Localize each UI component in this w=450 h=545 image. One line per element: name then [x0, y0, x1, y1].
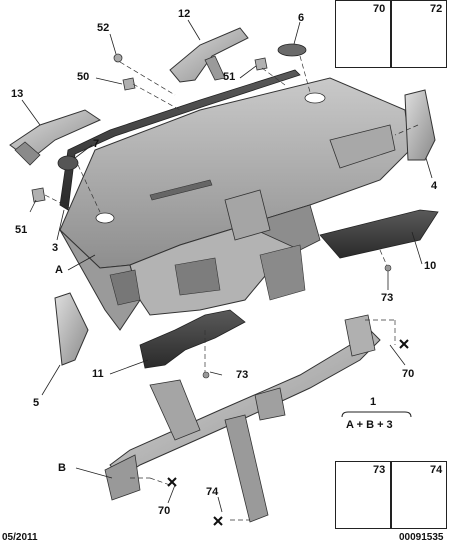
footer-reference: 00091535: [399, 532, 444, 543]
leader-lines: [21, 19, 433, 513]
inset-bottom-right: [391, 461, 447, 529]
callout-13: 13: [11, 88, 24, 100]
callout-11: 11: [92, 368, 104, 380]
fastener-marks: [167, 339, 409, 526]
lower-panel-11: [139, 309, 246, 369]
assembly-number: 1: [370, 396, 377, 408]
callout-73-mid: 73: [236, 369, 249, 381]
clip-50: [122, 77, 136, 91]
callout-4: 4: [431, 180, 438, 192]
clip-52: [113, 53, 123, 63]
grille-6: [277, 43, 307, 57]
callout-70-right: 70: [402, 368, 415, 380]
callout-51-top: 51: [223, 71, 236, 83]
inset-label-70: 70: [373, 3, 386, 15]
callout-10: 10: [424, 260, 437, 272]
cover-panel-10: [319, 209, 439, 259]
callout-6: 6: [298, 12, 305, 24]
callout-5: 5: [33, 397, 40, 409]
clip-51-top: [254, 57, 268, 71]
callout-12: 12: [178, 8, 191, 20]
screw-73-mid: [202, 371, 210, 379]
callout-52: 52: [97, 22, 110, 34]
callout-7: 7: [93, 138, 100, 150]
footer-date: 05/2011: [2, 532, 38, 543]
side-trim-4: [404, 89, 436, 161]
callout-74-bottom: 74: [206, 486, 219, 498]
assembly-formula: A + B + 3: [346, 419, 393, 431]
inset-label-74: 74: [430, 464, 443, 476]
cross-beam-b: [104, 314, 381, 523]
end-cap-5: [54, 292, 89, 366]
inset-top-right: [391, 0, 447, 68]
callout-73-right: 73: [381, 292, 394, 304]
seal-strip: [59, 69, 301, 211]
clip-51-left: [31, 187, 46, 203]
inset-label-72: 72: [430, 3, 443, 15]
callout-3: 3: [52, 242, 59, 254]
inset-top-left: [335, 0, 391, 68]
callout-b: B: [58, 462, 66, 474]
formula-bracket: [341, 411, 412, 418]
grille-7: [57, 155, 79, 171]
screw-73-right: [384, 264, 392, 272]
callout-51-left: 51: [15, 224, 28, 236]
inset-bottom-left: [335, 461, 391, 529]
callout-a: A: [55, 264, 63, 276]
callout-50: 50: [77, 71, 90, 83]
duct-12: [169, 27, 249, 83]
callout-70-bottom: 70: [158, 505, 171, 517]
dashboard-body: [59, 77, 411, 331]
inset-label-73: 73: [373, 464, 386, 476]
